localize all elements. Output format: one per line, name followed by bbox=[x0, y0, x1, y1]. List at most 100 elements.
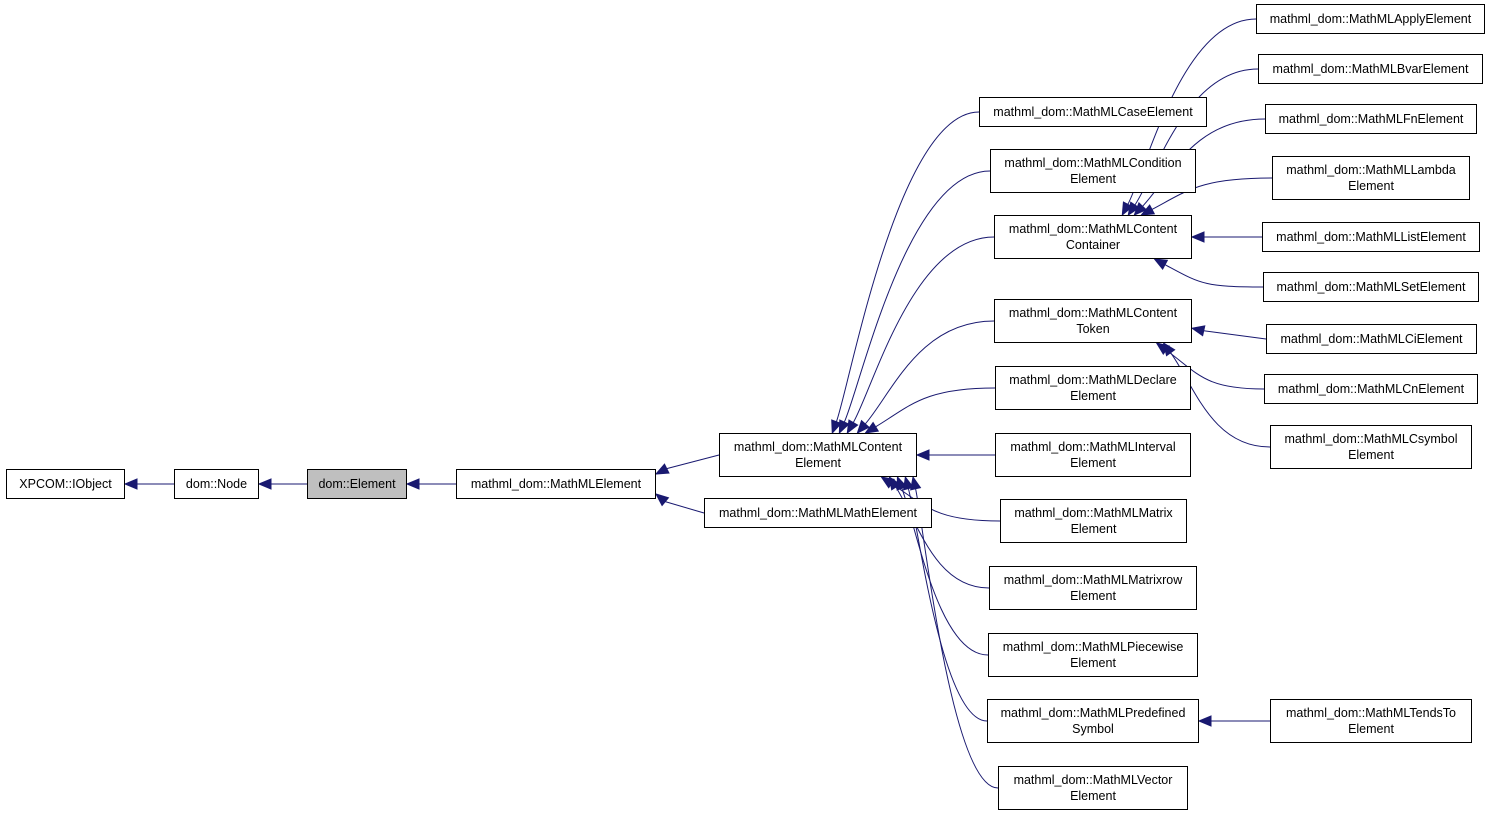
node-dom-node[interactable]: dom::Node bbox=[174, 469, 259, 499]
node-label-line-2: Element bbox=[1070, 789, 1116, 803]
node-label: mathml_dom::MathMLFnElement bbox=[1278, 112, 1464, 126]
node-xpcom-iobject[interactable]: XPCOM::IObject bbox=[6, 469, 125, 499]
node-label-line-1: mathml_dom::MathMLLambda bbox=[1286, 163, 1456, 177]
node-mathml-matrixrow-element[interactable]: mathml_dom::MathMLMatrixrow Element bbox=[989, 566, 1197, 610]
node-label-line-1: mathml_dom::MathMLContent bbox=[1008, 222, 1178, 236]
node-mathml-csymbol-element[interactable]: mathml_dom::MathMLCsymbol Element bbox=[1270, 425, 1472, 469]
node-label-line-1: mathml_dom::MathMLDeclare bbox=[1009, 373, 1177, 387]
node-label-line-1: mathml_dom::MathMLMatrixrow bbox=[1003, 573, 1183, 587]
inheritance-edge-case_element-to-content_element bbox=[835, 111, 980, 422]
node-mathml-bvar-element[interactable]: mathml_dom::MathMLBvarElement bbox=[1258, 54, 1483, 84]
node-label-line-1: mathml_dom::MathMLInterval bbox=[1010, 440, 1176, 454]
node-label-line-2: Element bbox=[1348, 179, 1394, 193]
node-mathml-predefined-symbol[interactable]: mathml_dom::MathMLPredefined Symbol bbox=[987, 699, 1199, 743]
inheritance-arrowhead-tendsto_element bbox=[1197, 715, 1212, 727]
inheritance-edge-condition_element-to-content_element bbox=[843, 170, 991, 423]
inheritance-edge-vector_element-to-content_element bbox=[915, 488, 999, 789]
node-label: mathml_dom::MathMLCaseElement bbox=[993, 105, 1193, 119]
node-mathml-math-element[interactable]: mathml_dom::MathMLMathElement bbox=[704, 498, 932, 528]
node-dom-element[interactable]: dom::Element bbox=[307, 469, 407, 499]
node-label-line-1: mathml_dom::MathMLPredefined bbox=[1000, 706, 1186, 720]
inheritance-edge-content_element-to-mathml_element bbox=[666, 454, 720, 470]
inheritance-arrowhead-lambda_element bbox=[1140, 204, 1156, 216]
inheritance-arrowhead-content_container bbox=[846, 419, 859, 435]
node-label: mathml_dom::MathMLCnElement bbox=[1277, 382, 1465, 396]
node-label: mathml_dom::MathMLCiElement bbox=[1280, 332, 1463, 346]
node-label-line-2: Token bbox=[1076, 322, 1110, 336]
node-label-line-1: mathml_dom::MathMLCsymbol bbox=[1284, 432, 1458, 446]
node-mathml-cn-element[interactable]: mathml_dom::MathMLCnElement bbox=[1264, 374, 1478, 404]
node-mathml-content-container[interactable]: mathml_dom::MathMLContent Container bbox=[994, 215, 1192, 259]
node-mathml-condition-element[interactable]: mathml_dom::MathMLCondition Element bbox=[990, 149, 1196, 193]
node-label-line-2: Element bbox=[1070, 656, 1116, 670]
inheritance-arrowhead-vector_element bbox=[910, 475, 922, 491]
node-label-line-1: mathml_dom::MathMLMatrix bbox=[1014, 506, 1173, 520]
inheritance-arrowhead-fn_element bbox=[1133, 201, 1148, 216]
inheritance-arrowhead-math_element bbox=[654, 493, 670, 507]
node-label: mathml_dom::MathMLApplyElement bbox=[1269, 12, 1472, 26]
inheritance-edge-math_element-to-mathml_element bbox=[665, 501, 705, 514]
inheritance-arrowhead-mathml_element bbox=[405, 478, 420, 490]
node-label-line-2: Symbol bbox=[1072, 722, 1114, 736]
node-mathml-content-token[interactable]: mathml_dom::MathMLContent Token bbox=[994, 299, 1192, 343]
inheritance-edge-declare_element-to-content_element bbox=[875, 387, 996, 428]
inheritance-arrowhead-element bbox=[257, 478, 272, 490]
node-label: mathml_dom::MathMLListElement bbox=[1276, 230, 1466, 244]
inheritance-arrowhead-matrixrow_element bbox=[888, 475, 901, 491]
inheritance-arrowhead-declare_element bbox=[864, 421, 880, 434]
node-label-line-2: Element bbox=[1348, 448, 1394, 462]
node-mathml-declare-element[interactable]: mathml_dom::MathMLDeclare Element bbox=[995, 366, 1191, 410]
node-label: mathml_dom::MathMLElement bbox=[470, 477, 642, 491]
node-label-line-1: mathml_dom::MathMLPiecewise bbox=[1002, 640, 1184, 654]
inheritance-arrowhead-content_element bbox=[654, 463, 670, 475]
node-mathml-tendsto-element[interactable]: mathml_dom::MathMLTendsTo Element bbox=[1270, 699, 1472, 743]
node-mathml-apply-element[interactable]: mathml_dom::MathMLApplyElement bbox=[1256, 4, 1485, 34]
node-mathml-matrix-element[interactable]: mathml_dom::MathMLMatrix Element bbox=[1000, 499, 1187, 543]
inheritance-arrowhead-content_token bbox=[856, 419, 870, 434]
inheritance-arrowhead-interval_element bbox=[915, 449, 930, 461]
inheritance-edge-content_container-to-content_element bbox=[852, 236, 995, 423]
node-mathml-case-element[interactable]: mathml_dom::MathMLCaseElement bbox=[979, 97, 1207, 127]
node-mathml-ci-element[interactable]: mathml_dom::MathMLCiElement bbox=[1266, 324, 1477, 354]
node-mathml-vector-element[interactable]: mathml_dom::MathMLVector Element bbox=[998, 766, 1188, 810]
inheritance-arrowhead-csymbol_element bbox=[1162, 341, 1176, 357]
node-mathml-interval-element[interactable]: mathml_dom::MathMLInterval Element bbox=[995, 433, 1191, 477]
node-label-line-2: Element bbox=[1070, 589, 1116, 603]
node-label: mathml_dom::MathMLBvarElement bbox=[1272, 62, 1469, 76]
inheritance-arrowhead-set_element bbox=[1153, 258, 1169, 270]
node-mathml-element[interactable]: mathml_dom::MathMLElement bbox=[456, 469, 656, 499]
inheritance-edge-matrix_element-to-content_element bbox=[891, 483, 1001, 522]
node-label-line-1: mathml_dom::MathMLVector bbox=[1013, 773, 1173, 787]
inheritance-arrowhead-condition_element bbox=[838, 419, 850, 435]
inheritance-arrowhead-node bbox=[123, 478, 138, 490]
node-label-line-2: Element bbox=[1070, 456, 1116, 470]
node-label-line-1: mathml_dom::MathMLTendsTo bbox=[1286, 706, 1456, 720]
node-mathml-lambda-element[interactable]: mathml_dom::MathMLLambda Element bbox=[1272, 156, 1470, 200]
node-label: dom::Node bbox=[185, 477, 248, 491]
inheritance-edge-csymbol_element-to-content_token bbox=[1170, 352, 1271, 448]
node-mathml-content-element[interactable]: mathml_dom::MathMLContent Element bbox=[719, 433, 917, 477]
node-label-line-1: mathml_dom::MathMLContent bbox=[1008, 306, 1178, 320]
inheritance-arrowhead-list_element bbox=[1190, 231, 1205, 243]
inheritance-edge-ci_element-to-content_token bbox=[1203, 330, 1267, 340]
node-label-line-2: Element bbox=[1070, 389, 1116, 403]
node-mathml-fn-element[interactable]: mathml_dom::MathMLFnElement bbox=[1265, 104, 1477, 134]
inheritance-edge-cn_element-to-content_token bbox=[1165, 349, 1265, 390]
node-mathml-set-element[interactable]: mathml_dom::MathMLSetElement bbox=[1263, 272, 1479, 302]
node-label-line-1: mathml_dom::MathMLContent bbox=[733, 440, 903, 454]
node-label-line-2: Element bbox=[1348, 722, 1394, 736]
inheritance-arrowhead-bvar_element bbox=[1127, 201, 1140, 217]
node-label-line-1: mathml_dom::MathMLCondition bbox=[1004, 156, 1182, 170]
node-mathml-list-element[interactable]: mathml_dom::MathMLListElement bbox=[1262, 222, 1480, 252]
inheritance-edge-lambda_element-to-content_container bbox=[1151, 177, 1273, 210]
inheritance-arrowhead-case_element bbox=[831, 419, 842, 435]
inheritance-arrowhead-ci_element bbox=[1190, 325, 1206, 337]
node-label-line-2: Element bbox=[795, 456, 841, 470]
node-label-line-2: Element bbox=[1070, 172, 1116, 186]
node-label: mathml_dom::MathMLMathElement bbox=[719, 506, 917, 520]
node-label: XPCOM::IObject bbox=[19, 477, 112, 491]
node-label: dom::Element bbox=[318, 477, 396, 491]
inheritance-arrowhead-apply_element bbox=[1121, 201, 1134, 217]
node-mathml-piecewise-element[interactable]: mathml_dom::MathMLPiecewise Element bbox=[988, 633, 1198, 677]
